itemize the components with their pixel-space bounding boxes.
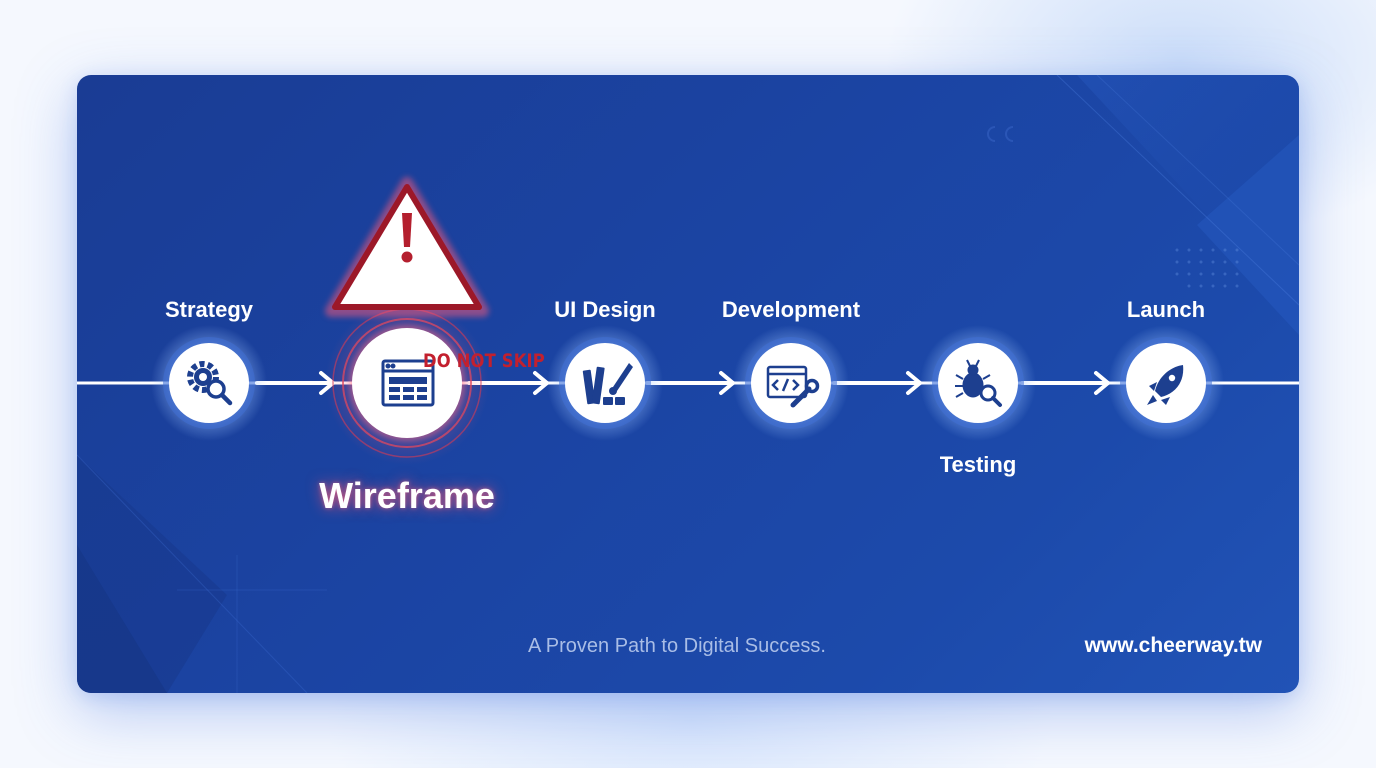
step-node-development [733,325,849,441]
process-diagram [77,75,1299,693]
step-label-launch: Launch [1126,297,1206,322]
step-node-testing [920,325,1036,441]
website-link[interactable]: www.cheerway.tw [1084,634,1262,657]
step-label-development: Development [721,297,861,322]
decorative-shapes [77,75,1299,693]
bug-search-icon [955,359,1002,407]
step-label-ui-design: UI Design [554,297,656,322]
step-node-strategy [151,325,267,441]
step-label-strategy: Strategy [164,297,254,322]
gear-search-icon [187,361,233,406]
warning-label: DO NOT SKIP [423,350,545,372]
step-node-ui-design [547,325,663,441]
process-card: DO NOT SKIP Strategy Wireframe UI Design… [77,75,1299,693]
arrow-icon [255,371,335,395]
rocket-icon [1147,365,1184,405]
code-wrench-icon [766,365,820,408]
warning-triangle-icon [325,177,489,317]
step-node-launch [1108,325,1224,441]
wireframe-layout-icon [381,359,435,407]
palette-brush-icon [582,363,633,405]
step-label-wireframe: Wireframe [319,475,495,516]
step-label-testing: Testing [939,452,1017,477]
step-node-wireframe [325,301,489,465]
tagline: A Proven Path to Digital Success. [528,635,826,657]
